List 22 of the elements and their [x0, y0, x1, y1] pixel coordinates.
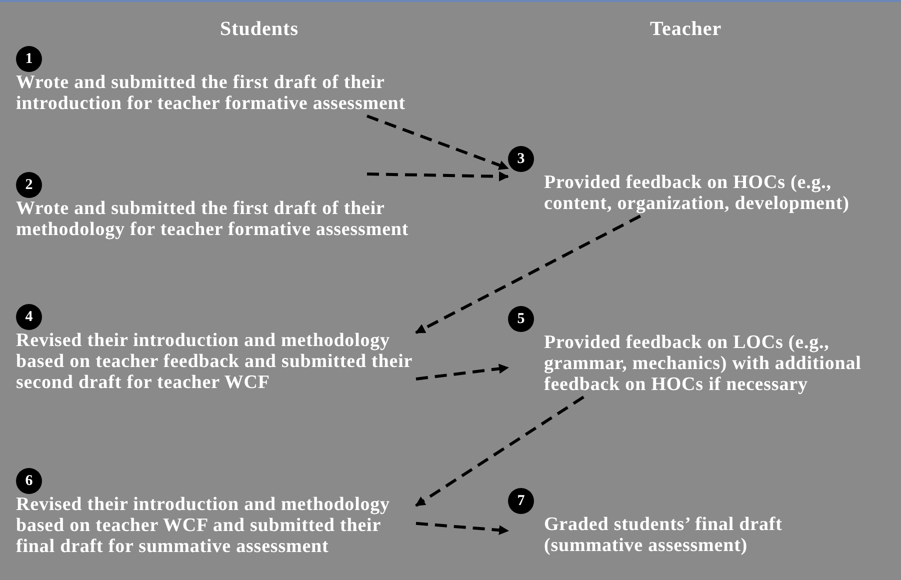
step-number-badge: 2	[16, 172, 42, 198]
dashed-arrow	[415, 214, 641, 334]
step-description: Provided feedback on HOCs (e.g., content, organization, development)	[543, 172, 850, 214]
step-description: Wrote and submitted the first draft of their methodology for teacher formative assessment	[16, 198, 410, 240]
step-number-badge: 6	[16, 468, 42, 494]
step-description: Graded students’ final draft (summative assessment)	[543, 514, 784, 556]
dashed-arrow	[416, 522, 509, 536]
column-heading: Teacher	[650, 17, 722, 42]
dashed-arrow	[415, 396, 584, 507]
step-number-badge: 3	[508, 146, 534, 172]
step-description: Revised their introduction and methodology based on teacher WCF and submitted their final draft for summative assessment	[16, 494, 391, 557]
step-number-badge: 5	[508, 306, 534, 332]
step-number-badge: 7	[508, 488, 534, 514]
dashed-arrow	[366, 114, 509, 170]
step-description: Provided feedback on LOCs (e.g., grammar, mechanics) with additional feedback on HOCs if necessary	[543, 332, 862, 395]
column-heading: Students	[220, 17, 298, 42]
dashed-arrow	[416, 364, 509, 380]
step-description: Revised their introduction and methodology based on teacher feedback and submitted their second draft for teacher WCF	[16, 330, 414, 393]
step-number-badge: 4	[16, 304, 42, 330]
dashed-arrow	[366, 171, 509, 182]
step-number-badge: 1	[16, 46, 42, 72]
step-description: Wrote and submitted the first draft of their introduction for teacher formative assessment	[16, 72, 406, 114]
